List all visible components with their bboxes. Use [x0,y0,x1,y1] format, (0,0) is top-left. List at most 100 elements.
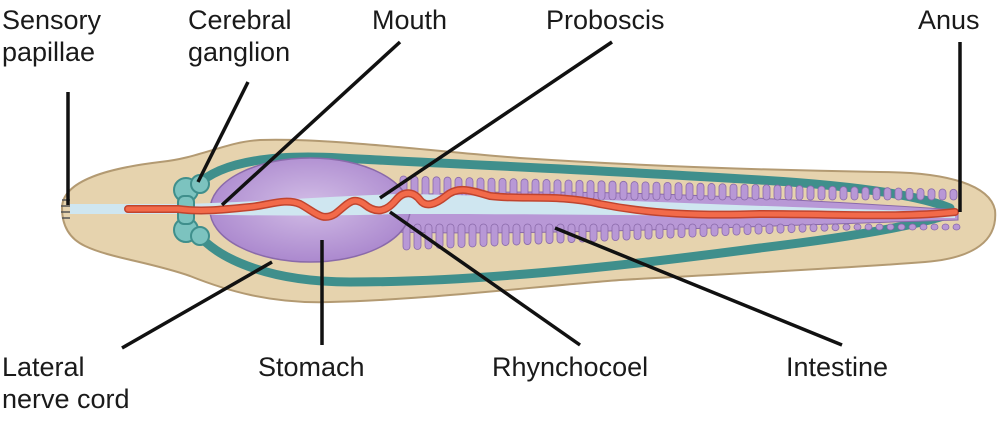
intestine-diverticulum [457,223,466,248]
label-mouth-text: Mouth [372,5,448,35]
intestine-diverticulum [729,183,738,201]
intestine-diverticulum [655,223,664,240]
intestine-diverticulum [688,223,697,238]
label-sensory-papillae-line2: papillae [2,37,96,67]
label-lateral-nerve-cord-line2: nerve cord [2,384,130,414]
label-cerebral-ganglion: Cerebral ganglion [188,4,292,68]
label-proboscis-text: Proboscis [546,5,665,35]
intestine-diverticulum [820,223,829,232]
intestine-diverticulum [842,223,851,231]
intestine-diverticulum [556,223,565,244]
intestine-diverticulum [941,223,950,231]
intestine-diverticulum [534,223,543,245]
intestine-diverticulum [773,184,782,201]
label-stomach-text: Stomach [258,352,365,382]
intestine-diverticulum [663,181,672,201]
intestine-diverticulum [490,223,499,247]
label-mouth: Mouth [372,4,447,36]
intestine-diverticulum [696,182,705,201]
intestine-diverticulum [938,188,947,201]
leader-lateral-nerve-cord [121,260,273,350]
intestine-diverticulum [652,181,661,201]
intestine-diverticulum [743,223,752,236]
intestine-diverticulum [787,223,796,234]
label-cerebral-ganglion-line2: ganglion [188,37,291,67]
intestine-diverticulum [839,186,848,201]
intestine-diverticulum [740,183,749,201]
label-lateral-nerve-cord: Lateral nerve cord [2,351,130,415]
label-intestine-text: Intestine [786,352,889,382]
label-proboscis: Proboscis [546,4,665,36]
intestine-diverticulum [674,182,683,201]
leader-lines [66,40,962,350]
intestine-diverticulum [817,185,826,201]
intestine-diverticulum [952,223,961,231]
label-lateral-nerve-cord-line1: Lateral [2,352,85,382]
intestine-diverticulum [864,223,873,231]
leader-cerebral-ganglion [196,81,250,183]
intestine-diverticulum [754,223,763,235]
intestine-diverticulum [853,223,862,231]
intestine-diverticulum [622,223,631,241]
intestine-diverticulum [589,223,598,242]
label-anus: Anus [918,4,980,36]
intestine-diverticulum [883,187,892,201]
intestine-diverticulum [916,188,925,201]
intestine-diverticulum [545,223,554,244]
intestine-diverticulum [446,223,455,249]
intestine-diverticulum [886,223,895,231]
intestine-diverticulum [784,184,793,201]
intestine-diverticulum [644,223,653,240]
intestine-diverticulum [894,187,903,201]
label-rhynchocoel: Rhynchocoel [492,351,648,383]
intestine-diverticulum [718,183,727,201]
intestine-diverticulum [872,187,881,201]
leader-intestine [554,226,843,347]
intestine-diverticulum [806,185,815,201]
leader-proboscis [379,40,613,200]
intestine-diverticulum [512,223,521,246]
intestine-diverticulum [677,223,686,239]
intestine-diverticulum [633,223,642,241]
proboscis-core [125,187,958,220]
intestine-diverticulum [666,223,675,239]
intestine-diverticulum [908,223,917,231]
intestine-diverticulum [919,223,928,231]
intestine-diverticulum [927,188,936,201]
intestine-diverticulum [468,223,477,248]
intestine-diverticulum [699,223,708,238]
label-anus-text: Anus [918,5,980,35]
label-sensory-papillae: Sensory papillae [2,4,101,68]
intestine-diverticulum [600,223,609,242]
intestine-diverticulum [765,223,774,235]
intestine-diverticulum [861,186,870,201]
intestine-diverticulum [905,187,914,201]
intestine-diverticulum [479,223,488,247]
intestine-diverticulum [875,223,884,231]
intestine-diverticulum [809,223,818,233]
label-rhynchocoel-text: Rhynchocoel [492,352,649,382]
intestine-diverticulum [850,186,859,201]
intestine-diverticulum [762,184,771,201]
label-cerebral-ganglion-line1: Cerebral [188,5,292,35]
intestine-diverticulum [619,180,628,201]
intestine-diverticulum [611,223,620,241]
leader-mouth [220,40,402,207]
intestine-diverticulum [930,223,939,231]
intestine-diverticulum [751,184,760,201]
intestine-diverticulum [710,223,719,237]
intestine-diverticulum [685,182,694,201]
intestine-diverticulum [501,223,510,246]
intestine-diverticulum [776,223,785,234]
intestine-diverticulum [949,188,958,201]
intestine-diverticulum [831,223,840,232]
intestine-diverticulum [707,183,716,201]
leader-rhynchocoel [388,210,582,347]
intestine-diverticulum [828,185,837,201]
intestine-diverticulum [630,181,639,201]
intestine-diverticulum [795,185,804,201]
lateral-nerve-cord-lower [191,209,955,287]
intestine-diverticulum [721,223,730,237]
